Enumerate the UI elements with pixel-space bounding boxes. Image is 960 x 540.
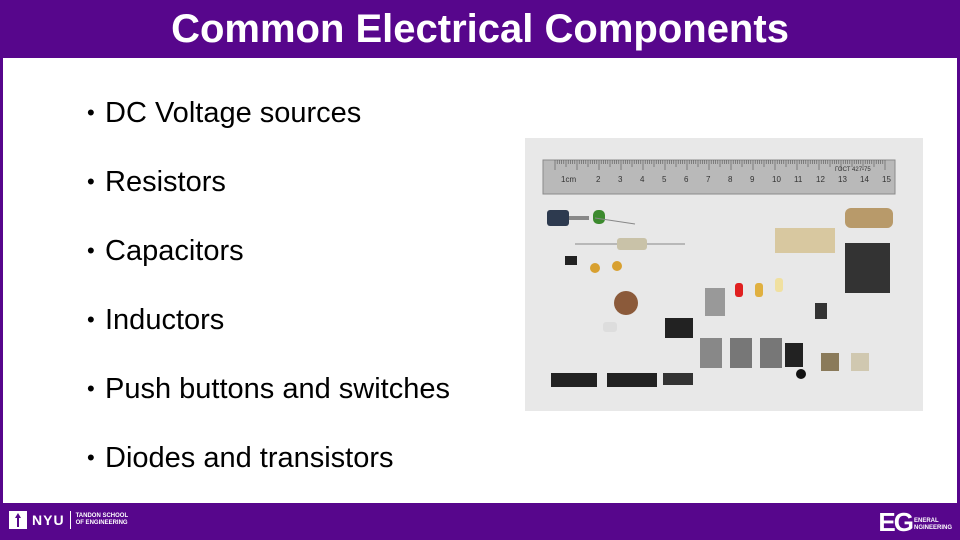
bullet-item: Resistors <box>87 157 450 226</box>
components-photo: 1cm 2 3 4 5 6 7 8 9 10 11 12 13 14 15 ГОСТ 427-75 <box>525 138 923 411</box>
tandon-wordmark: TANDON SCHOOL OF ENGINEERING <box>76 513 136 527</box>
ruler-mark: 2 <box>596 175 601 184</box>
ruler-mark: 12 <box>816 175 825 184</box>
tandon-line1: TANDON SCHOOL <box>75 513 129 519</box>
ruler-mark: 8 <box>728 175 733 184</box>
ruler-stamp: ГОСТ 427-75 <box>835 167 871 173</box>
ruler-label: 1cm <box>561 175 576 184</box>
ruler-mark: 11 <box>794 175 803 184</box>
ruler-mark: 15 <box>882 175 891 184</box>
components <box>547 208 893 387</box>
bullet-item: Capacitors <box>87 226 450 295</box>
footer: NYU TANDON SCHOOL OF ENGINEERING EG ENER… <box>0 503 960 540</box>
ruler-mark: 9 <box>750 175 755 184</box>
bullet-item: DC Voltage sources <box>87 88 450 157</box>
eg-line2: NGINEERING <box>913 525 952 531</box>
slide-title: Common Electrical Components <box>171 7 789 51</box>
ruler-mark: 3 <box>618 175 623 184</box>
torch-icon <box>9 511 27 529</box>
ruler-mark: 7 <box>706 175 711 184</box>
ruler-mark: 14 <box>860 175 869 184</box>
eg-line1: ENERAL <box>913 518 939 524</box>
eg-wordmark: EG <box>878 507 914 537</box>
ruler-mark: 5 <box>662 175 667 184</box>
bullet-item: Inductors <box>87 295 450 364</box>
tandon-line2: OF ENGINEERING <box>75 520 128 526</box>
slide-content: DC Voltage sources Resistors Capacitors … <box>3 58 957 503</box>
logo-divider <box>69 511 71 529</box>
title-bar: Common Electrical Components <box>0 0 960 58</box>
components-illustration: 1cm 2 3 4 5 6 7 8 9 10 11 12 13 14 15 ГОСТ 427-75 <box>525 138 923 411</box>
ruler-mark: 4 <box>640 175 645 184</box>
bullet-list: DC Voltage sources Resistors Capacitors … <box>87 88 450 502</box>
nyu-wordmark: NYU <box>32 512 65 528</box>
nyu-logo: NYU TANDON SCHOOL OF ENGINEERING <box>9 511 136 529</box>
bullet-item: Diodes and transistors <box>87 433 450 502</box>
ruler-mark: 10 <box>772 175 781 184</box>
eg-logo: EG ENERAL NGINEERING <box>878 509 952 535</box>
ruler-mark: 6 <box>684 175 689 184</box>
ruler: 1cm 2 3 4 5 6 7 8 9 10 11 12 13 14 15 ГОСТ 427-75 <box>542 159 896 195</box>
eg-subtitle: ENERAL NGINEERING <box>914 518 952 532</box>
bullet-item: Push buttons and switches <box>87 364 450 433</box>
ruler-mark: 13 <box>838 175 847 184</box>
